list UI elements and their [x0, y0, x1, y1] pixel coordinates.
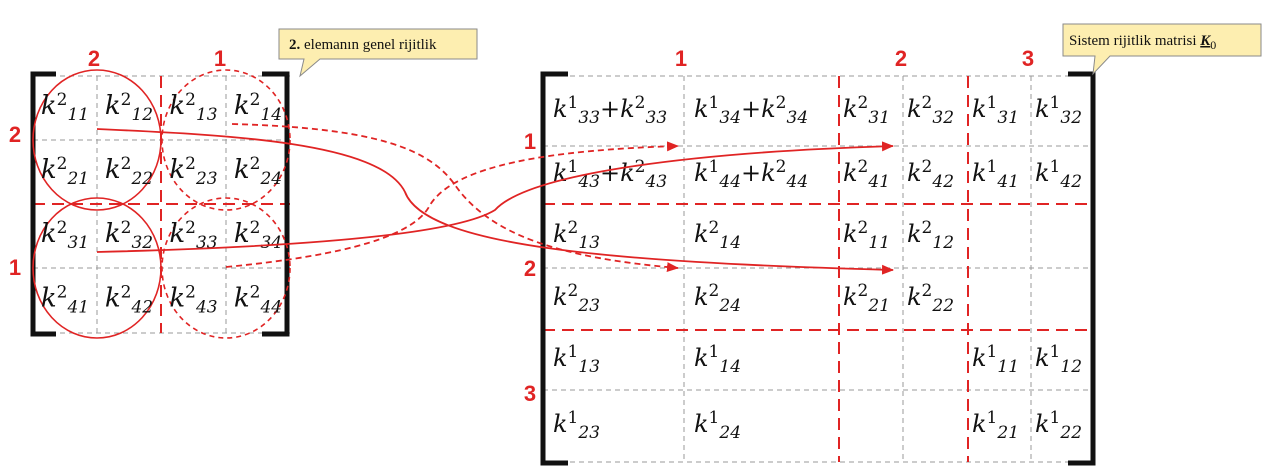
system-callout: Sistem rijitlik matrisi K0 — [1062, 23, 1262, 76]
element-matrix-node-dividers — [33, 76, 290, 333]
element-cell-3-1: k231​ — [41, 218, 89, 253]
element-callout: 2. elemanın genel rijitlik — [278, 28, 478, 78]
system-cell-1-2: k134​+k234​ — [694, 93, 808, 128]
element-cell-4-2: k242​ — [105, 283, 153, 318]
arrow-node2-dashed-to-system-node2 — [231, 123, 679, 273]
element-cell-1-4: k214​ — [234, 90, 282, 125]
element-cell-2-3: k223​ — [169, 154, 217, 189]
system-matrix-cells: k133​+k233​ k134​+k234​ k231​ k232​ k131​ k13… — [553, 93, 1082, 443]
system-cell-2-1: k143​+k243​ — [553, 157, 667, 192]
element-cell-1-2: k212​ — [105, 90, 153, 125]
system-cell-3-2: k214​ — [694, 218, 741, 253]
system-cell-3-1: k213​ — [553, 218, 600, 253]
system-matrix-grid — [543, 75, 1093, 463]
element-cell-4-1: k241​ — [41, 283, 89, 318]
element-cell-2-2: k222​ — [105, 154, 153, 189]
system-cell-6-1: k123​ — [553, 408, 600, 443]
element-matrix-brackets — [30, 71, 290, 337]
system-cell-3-3: k211​ — [843, 218, 890, 253]
mapping-arrows — [96, 123, 894, 275]
element-col-label-2: 1 — [214, 46, 226, 71]
system-col-label-3: 3 — [1022, 46, 1034, 71]
system-col-label-1: 1 — [675, 46, 687, 71]
system-cell-3-4: k212​ — [907, 218, 954, 253]
system-col-label-2: 2 — [895, 46, 907, 71]
system-callout-text: Sistem rijitlik matrisi K0 — [1069, 33, 1216, 52]
arrow-node2-to-system-node2 — [96, 128, 894, 275]
system-cell-5-6: k112​ — [1035, 342, 1082, 377]
system-cell-5-1: k113​ — [553, 342, 600, 377]
system-cell-4-1: k223​ — [553, 281, 600, 316]
element-callout-text: 2. elemanın genel rijitlik — [289, 37, 437, 53]
system-cell-4-4: k222​ — [907, 281, 954, 316]
element-cell-3-4: k234​ — [234, 218, 282, 253]
system-cell-1-6: k132​ — [1035, 93, 1082, 128]
system-cell-6-5: k121​ — [972, 408, 1019, 443]
system-cell-6-6: k122​ — [1035, 408, 1082, 443]
arrow-node1-dashed-to-system-node1 — [225, 141, 679, 268]
system-cell-6-2: k124​ — [694, 408, 741, 443]
system-cell-1-3: k231​ — [843, 93, 890, 128]
system-cell-1-1: k133​+k233​ — [553, 93, 667, 128]
system-matrix-brackets — [540, 71, 1096, 466]
system-cell-2-3: k241​ — [843, 157, 890, 192]
element-matrix-cells: k211​ k212​ k213​ k214​ k221​ k222​ k223​ k224​… — [41, 90, 282, 318]
element-col-label-1: 2 — [88, 46, 100, 71]
element-cell-3-2: k232​ — [105, 218, 153, 253]
element-cell-4-3: k243​ — [169, 283, 217, 318]
system-row-label-2: 2 — [524, 256, 536, 281]
element-cell-1-3: k213​ — [169, 90, 217, 125]
element-row-label-2: 1 — [9, 255, 21, 280]
system-cell-5-5: k111​ — [972, 342, 1019, 377]
system-matrix-node-dividers — [543, 76, 1093, 462]
element-cell-2-4: k224​ — [234, 154, 282, 189]
element-matrix-node-circles — [32, 69, 291, 339]
system-cell-2-4: k242​ — [907, 157, 954, 192]
element-cell-1-1: k211​ — [41, 90, 89, 125]
system-cell-1-4: k232​ — [907, 93, 954, 128]
system-cell-2-5: k141​ — [972, 157, 1019, 192]
element-cell-2-1: k221​ — [41, 154, 89, 189]
arrow-node1-to-system-node1 — [96, 141, 894, 253]
system-row-label-1: 1 — [524, 129, 536, 154]
system-cell-5-2: k114​ — [694, 342, 741, 377]
element-stiffness-matrix: k211​ k212​ k213​ k214​ k221​ k222​ k223​ k224​… — [9, 46, 291, 339]
system-stiffness-matrix: k133​+k233​ k134​+k234​ k231​ k232​ k131​ k13… — [524, 46, 1096, 466]
element-row-label-1: 2 — [9, 122, 21, 147]
system-row-label-3: 3 — [524, 381, 536, 406]
system-cell-4-2: k224​ — [694, 281, 741, 316]
system-cell-2-2: k144​+k244​ — [694, 157, 808, 192]
element-cell-4-4: k244​ — [234, 283, 282, 318]
system-cell-1-5: k131​ — [972, 93, 1019, 128]
system-cell-4-3: k221​ — [843, 281, 890, 316]
system-cell-2-6: k142​ — [1035, 157, 1082, 192]
